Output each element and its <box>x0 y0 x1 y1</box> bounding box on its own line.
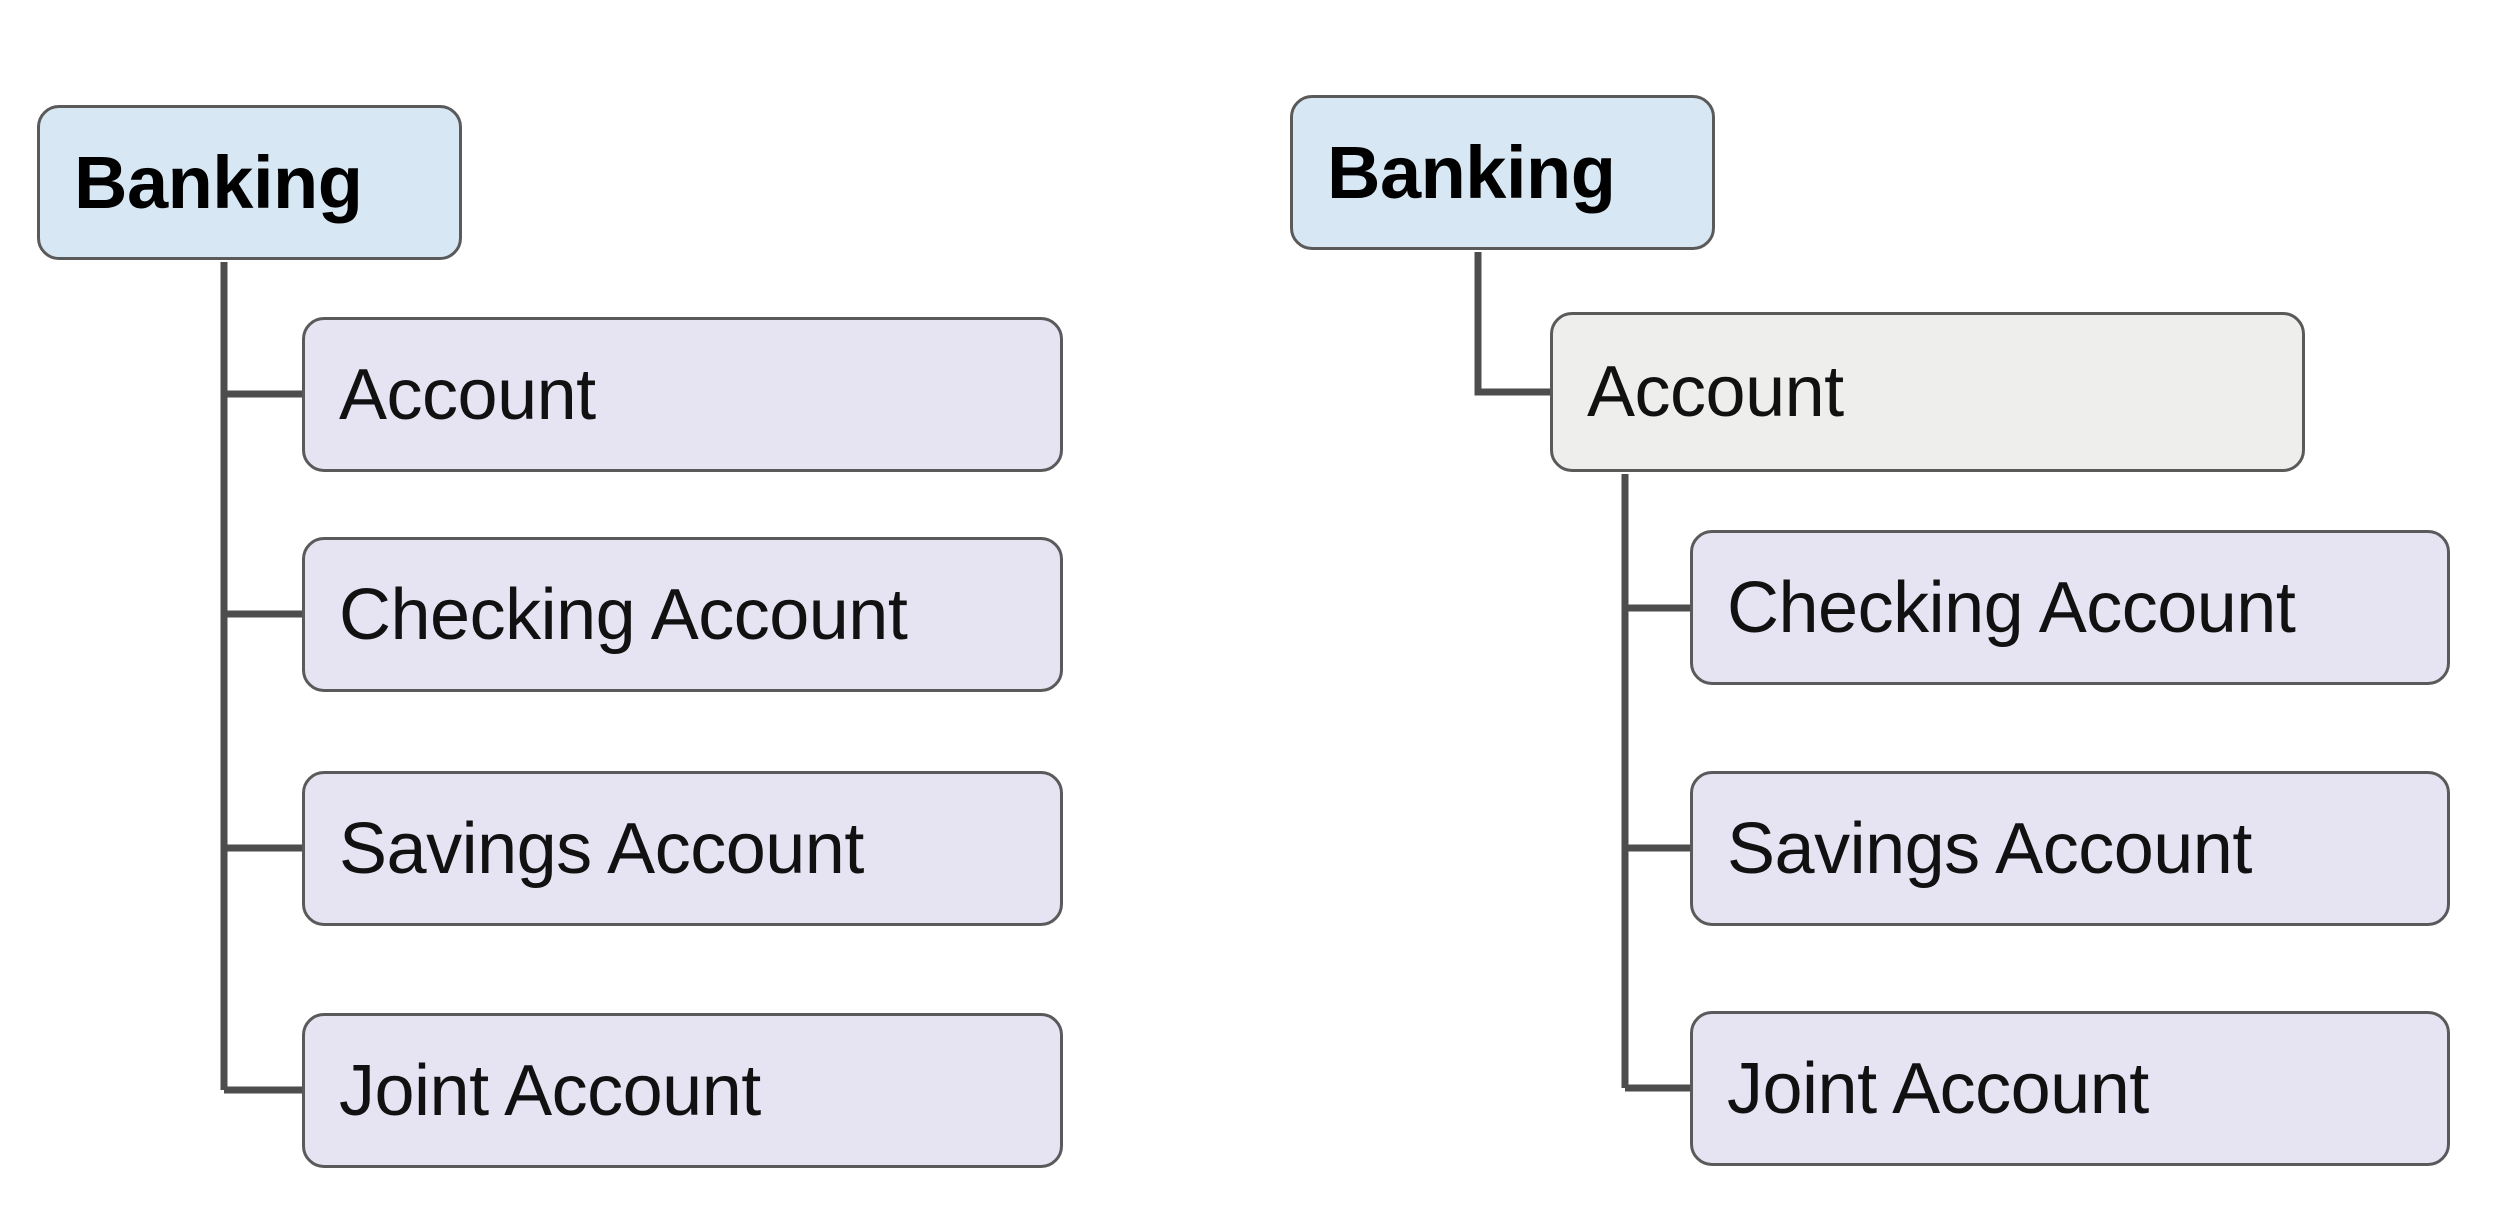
right-node-checking-account[interactable]: Checking Account <box>1690 530 2450 685</box>
right-root-node-banking[interactable]: Banking <box>1290 95 1715 250</box>
right-node-joint-account[interactable]: Joint Account <box>1690 1011 2450 1166</box>
left-node-checking-account[interactable]: Checking Account <box>302 537 1063 692</box>
right-node-savings-account[interactable]: Savings Account <box>1690 771 2450 926</box>
node-label: Joint Account <box>1727 1048 2149 1129</box>
node-label: Banking <box>1327 130 1616 214</box>
node-label: Checking Account <box>1727 567 2296 648</box>
right-branch-node-account[interactable]: Account <box>1550 312 2305 472</box>
left-root-node-banking[interactable]: Banking <box>37 105 462 260</box>
node-label: Joint Account <box>339 1050 761 1131</box>
left-node-savings-account[interactable]: Savings Account <box>302 771 1063 926</box>
node-label: Account <box>1587 352 1844 432</box>
node-label: Savings Account <box>1727 808 2252 889</box>
node-label: Account <box>339 354 596 435</box>
node-label: Checking Account <box>339 574 908 655</box>
left-node-joint-account[interactable]: Joint Account <box>302 1013 1063 1168</box>
node-label: Savings Account <box>339 808 864 889</box>
node-label: Banking <box>74 140 363 224</box>
connector-right-banking-to-account <box>1474 252 1550 396</box>
left-node-account[interactable]: Account <box>302 317 1063 472</box>
